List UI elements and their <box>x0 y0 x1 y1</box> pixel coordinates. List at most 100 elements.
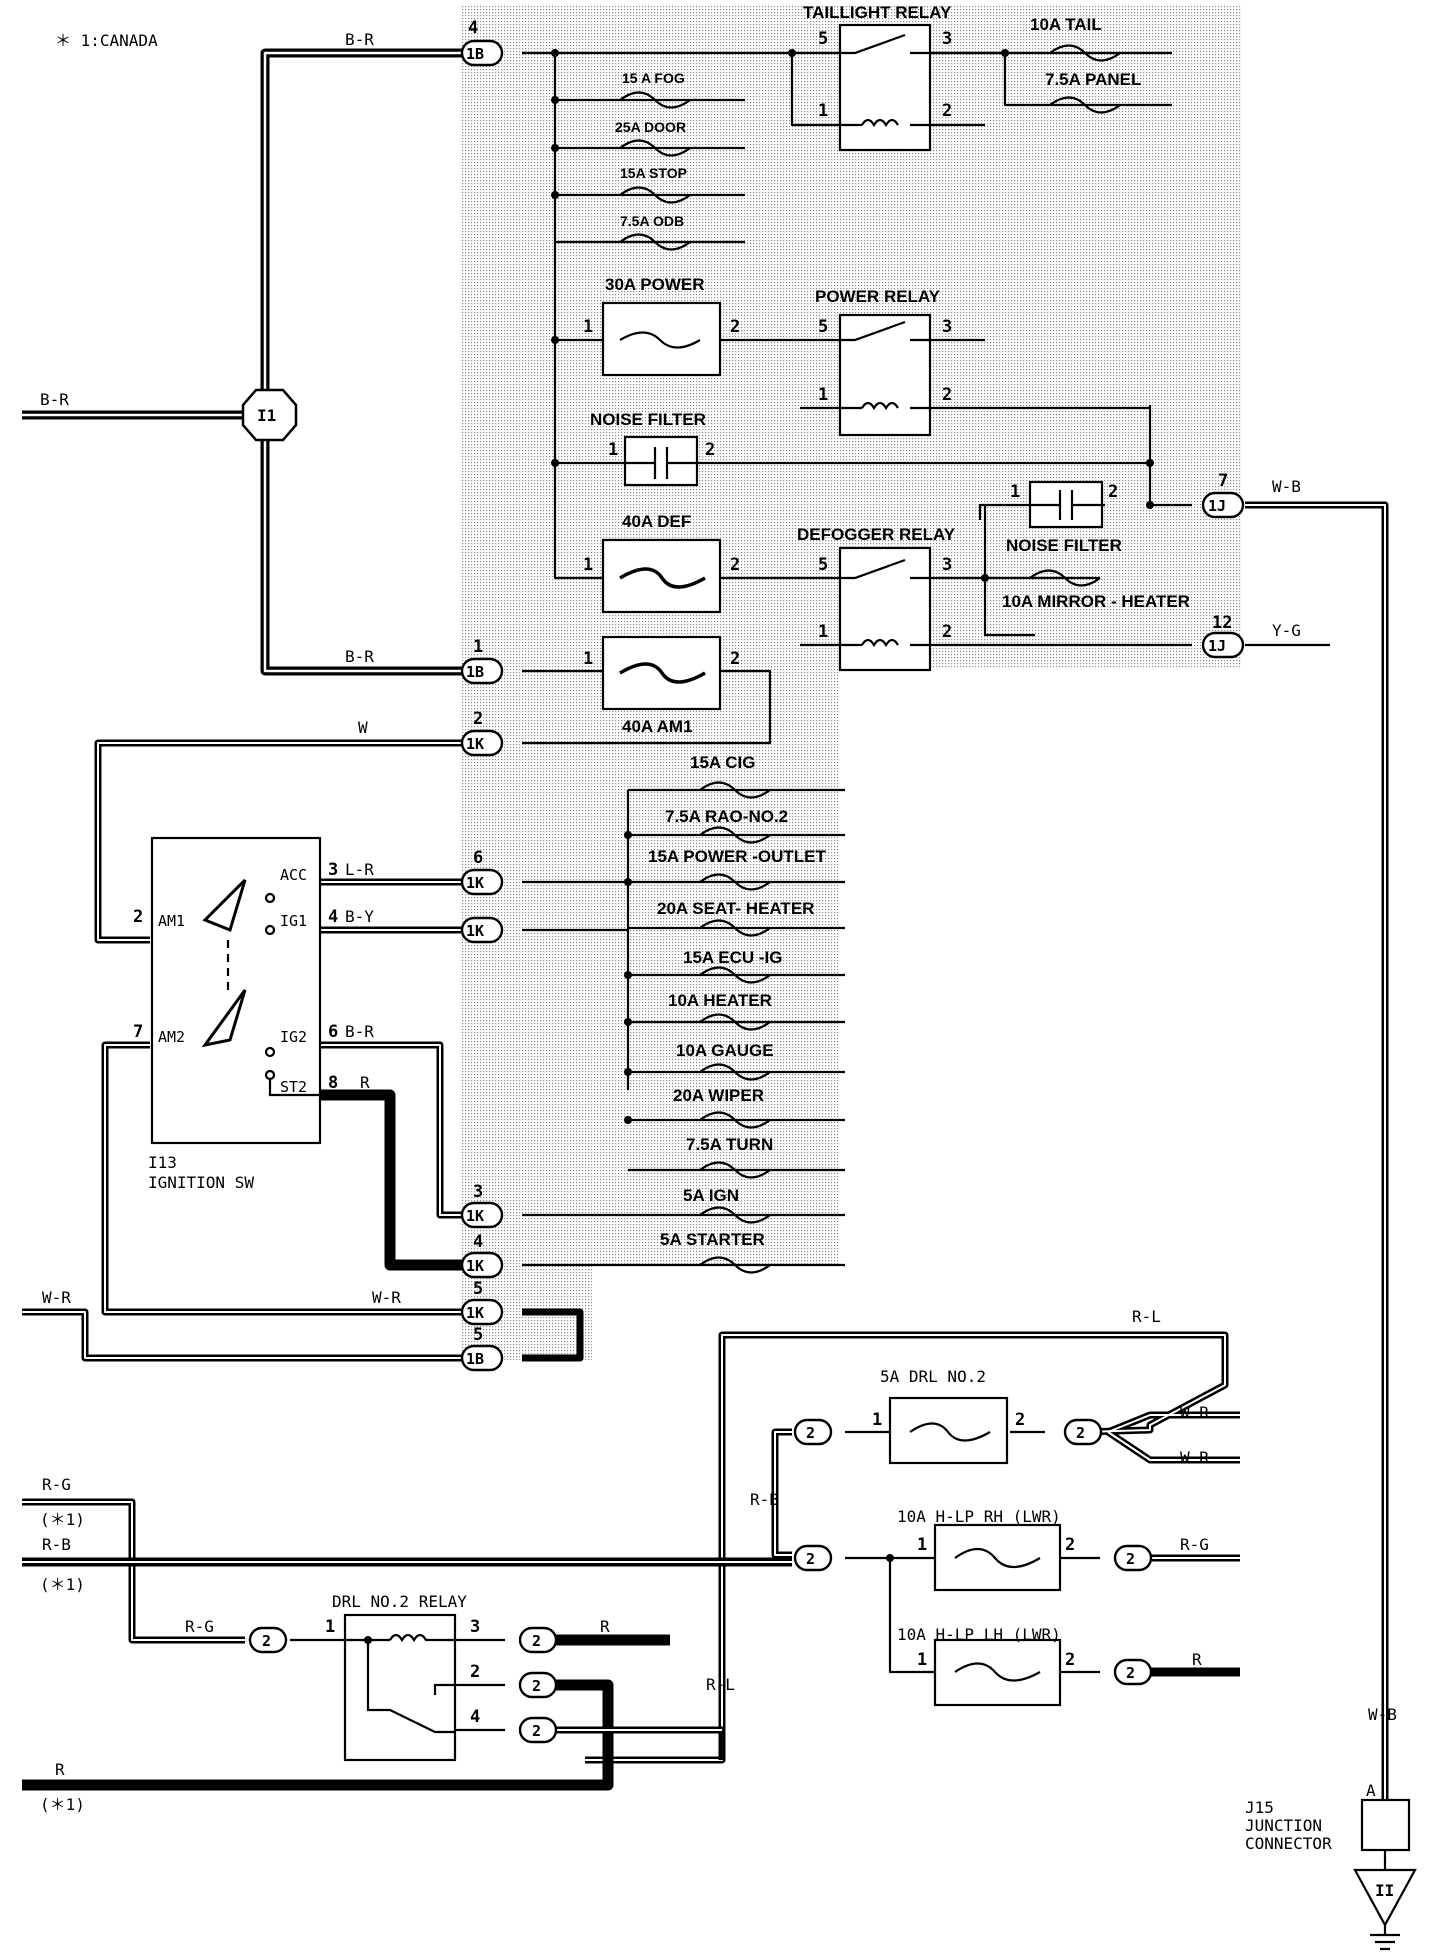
wire-label-wr-3: W-R <box>1180 1403 1209 1422</box>
conn-1k: 1K <box>466 1207 484 1225</box>
pin: 1 <box>608 440 618 460</box>
label-splice-i1: I1 <box>257 406 276 425</box>
connector-pill <box>793 1544 833 1572</box>
fuse-15a-stop <box>619 186 691 204</box>
wire-label-rb-left: R-B <box>42 1535 71 1554</box>
ignition-switch <box>150 836 322 1145</box>
conn-2: 2 <box>806 1424 815 1442</box>
noise-filter-2 <box>1028 480 1104 529</box>
connector-pill <box>460 916 504 944</box>
fuses <box>601 44 1121 1707</box>
connector-pill <box>460 1251 504 1279</box>
connector-pill <box>460 39 504 67</box>
noise-filter-1 <box>623 435 699 487</box>
label-drl-no2-relay: DRL NO.2 RELAY <box>332 1592 467 1611</box>
wire-label-rg-left: R-G <box>42 1475 71 1494</box>
pin: 2 <box>133 907 143 927</box>
label-noise-filter-1: NOISE FILTER <box>590 410 706 429</box>
label-15a-power-outlet: 15A POWER -OUTLET <box>648 847 826 866</box>
pin: 2 <box>705 440 715 460</box>
junction-dots <box>364 49 1154 1644</box>
fuse-15a-ecu-ig <box>699 966 771 984</box>
connector-pill <box>1113 1658 1153 1686</box>
pin: 2 <box>730 649 740 669</box>
wire-label-br-bottom: B-R <box>345 647 374 666</box>
pin: 1 <box>818 622 828 642</box>
label-ig2: IG2 <box>280 1028 307 1046</box>
text-labels: ＊ 1:CANADA TAILLIGHT RELAY 10A TAIL 7.5A… <box>40 3 1397 1900</box>
pin: 4 <box>468 18 478 38</box>
pin: 12 <box>1212 613 1232 633</box>
fuse-10a-mirror-heater <box>1029 569 1101 587</box>
fuse-40a-def <box>601 538 722 614</box>
label-5a-ign: 5A IGN <box>683 1186 739 1205</box>
conn-2: 2 <box>532 1722 541 1740</box>
pin: 1 <box>818 385 828 405</box>
wire-label-r-bottom: R <box>55 1760 65 1779</box>
connector-pill <box>1063 1418 1103 1446</box>
label-j15-name1: JUNCTION <box>1245 1816 1322 1835</box>
wire-label-wb-2: W-B <box>1368 1705 1397 1724</box>
pin: 4 <box>473 1232 483 1252</box>
conn-2: 2 <box>1076 1424 1085 1442</box>
drl-no2-relay <box>343 1613 457 1762</box>
wire-label-br-ig2: B-R <box>345 1022 374 1041</box>
wire-label-rl-top: R-L <box>1132 1307 1161 1326</box>
conn-2: 2 <box>532 1632 541 1650</box>
label-25a-door: 25A DOOR <box>615 119 686 135</box>
j15-junction-connector <box>1353 1798 1417 1951</box>
pin: 5 <box>473 1325 483 1345</box>
label-40a-def: 40A DEF <box>622 512 691 531</box>
label-10a-heater: 10A HEATER <box>668 991 772 1010</box>
label-15a-ecu-ig: 15A ECU -IG <box>683 948 783 967</box>
wire-label-wr-2: W-R <box>372 1288 401 1307</box>
fuse-5a-ign <box>699 1206 771 1224</box>
connector-pill <box>460 657 504 685</box>
wire-label-wb-1: W-B <box>1272 477 1301 496</box>
pin: 1 <box>818 101 828 121</box>
wire-label-wr-1: W-R <box>42 1288 71 1307</box>
label-j15-pin-a: A <box>1366 1781 1376 1800</box>
pin: 4 <box>470 1707 480 1727</box>
conn-2: 2 <box>262 1632 271 1650</box>
connector-pill <box>460 868 504 896</box>
connector-pill <box>460 1344 504 1372</box>
label-30a-power: 30A POWER <box>605 275 705 294</box>
conn-1k: 1K <box>466 735 484 753</box>
defogger-relay <box>838 546 932 672</box>
pin: 1 <box>872 1410 882 1430</box>
pin: 1 <box>583 555 593 575</box>
wire-label-w: W <box>358 718 368 737</box>
pin: 6 <box>328 1022 338 1042</box>
wire-label-rl-v: R-L <box>706 1675 735 1694</box>
pin: 1 <box>583 649 593 669</box>
label-20a-seat-heater: 20A SEAT- HEATER <box>657 899 814 918</box>
fuse-5a-starter <box>699 1256 771 1274</box>
label-10a-hlp-rh: 10A H-LP RH (LWR) <box>897 1507 1061 1526</box>
label-acc: ACC <box>280 866 307 884</box>
conn-1k: 1K <box>466 1304 484 1322</box>
conn-2: 2 <box>806 1550 815 1568</box>
wire-label-r-right: R <box>1192 1650 1202 1669</box>
pin: 3 <box>942 555 952 575</box>
pin: 1 <box>583 317 593 337</box>
fuse-5a-drl-no2 <box>888 1396 1009 1465</box>
pin: 5 <box>818 555 828 575</box>
fuse-40a-am1 <box>601 635 722 711</box>
label-ign-sw-id: I13 <box>148 1153 177 1172</box>
relays <box>343 23 932 1762</box>
conn-1j: 1J <box>1208 637 1226 655</box>
fuse-20a-wiper <box>699 1111 771 1129</box>
fuse-10a-hlp-lh <box>933 1638 1062 1707</box>
label-10a-tail: 10A TAIL <box>1030 15 1102 34</box>
connector-pill <box>460 1201 504 1229</box>
label-75a-turn: 7.5A TURN <box>686 1135 773 1154</box>
pin: 6 <box>473 848 483 868</box>
connector-pill <box>518 1716 558 1744</box>
connector-pill <box>460 729 504 757</box>
fuse-10a-tail <box>1049 44 1121 62</box>
wire-label-yg: Y-G <box>1272 621 1301 640</box>
label-20a-wiper: 20A WIPER <box>673 1086 764 1105</box>
